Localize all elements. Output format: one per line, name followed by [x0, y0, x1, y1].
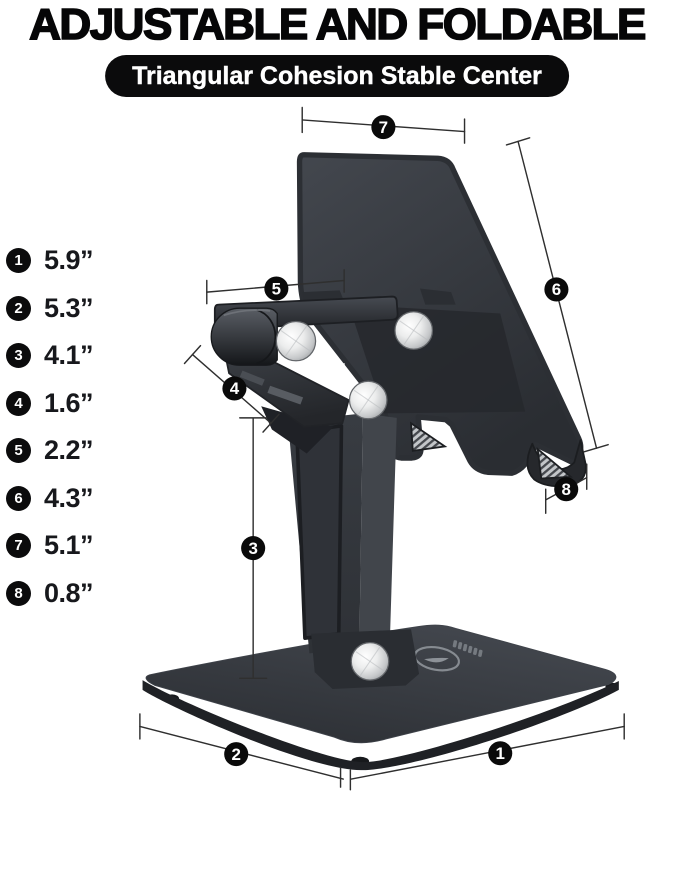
measurement-number-badge: 3	[6, 343, 31, 368]
clamp-tab	[302, 290, 344, 302]
clamp-knob-cylinder	[210, 307, 278, 366]
hinge-disc-lower	[348, 380, 388, 420]
measurement-list-item: 1 5.9”	[6, 245, 94, 275]
arm-recessed-panel	[295, 424, 344, 640]
measurement-value: 4.3”	[44, 483, 94, 513]
product-diagram: 7 6 5 4 3 8 2 1	[139, 106, 625, 791]
cylinder-highlight	[223, 309, 271, 317]
callout-badge-6: 6	[544, 277, 569, 302]
base-side-face	[142, 680, 619, 771]
measurement-number-badge: 6	[6, 486, 31, 511]
measurement-number-badge: 8	[6, 581, 31, 606]
measurement-list-item: 4 1.6”	[6, 388, 94, 418]
measurement-value: 4.1”	[44, 340, 94, 370]
callout-badge-1: 1	[488, 741, 513, 766]
hinge-disc-right	[394, 311, 434, 350]
gap-highlight	[315, 359, 346, 385]
callout-number: 4	[230, 379, 240, 398]
measurement-value: 5.1”	[44, 530, 94, 560]
callout-badge-5: 5	[264, 276, 289, 301]
tray-bracket	[225, 348, 350, 454]
callout-number: 1	[496, 744, 505, 763]
measurement-number-badge: 2	[6, 296, 31, 321]
callout-badge-7: 7	[371, 115, 396, 140]
measurement-number-badge: 5	[6, 438, 31, 463]
subtitle-pill: Triangular Cohesion Stable Center	[105, 55, 569, 97]
measurement-list-item: 3 4.1”	[6, 340, 94, 370]
callout-badge-2: 2	[224, 742, 249, 767]
brand-logo	[413, 640, 483, 672]
callout-badge-8: 8	[554, 477, 579, 502]
left-rubber-pad	[410, 421, 448, 452]
measurement-list-item: 6 4.3”	[6, 483, 94, 513]
measurement-list-item: 2 5.3”	[6, 293, 94, 323]
bracket-under-wedge	[261, 406, 334, 454]
callout-number: 3	[248, 539, 257, 558]
page-title: ADJUSTABLE AND FOLDABLE	[28, 0, 647, 50]
callout-badge-3: 3	[241, 536, 266, 561]
measurement-list-item: 5 2.2”	[6, 435, 94, 465]
clamp-tab	[419, 288, 456, 305]
brand-logo-text-engraving	[452, 640, 483, 657]
measurement-number-badge: 4	[6, 391, 31, 416]
callout-number: 2	[232, 745, 241, 764]
callout-badge-4: 4	[222, 376, 247, 401]
backplate-shadow	[348, 304, 526, 414]
arm-side-face	[359, 413, 397, 649]
measurement-list-item: 7 5.1”	[6, 530, 94, 560]
hinge-disc-left	[275, 320, 317, 362]
callout-number: 7	[379, 118, 388, 137]
base-hinge-disc	[350, 642, 390, 681]
callout-number: 6	[552, 280, 561, 299]
brand-logo-swoosh-icon	[424, 657, 449, 663]
measurement-value: 5.3”	[44, 293, 94, 323]
measurement-number-badge: 7	[6, 533, 31, 558]
measurement-list-item: 8 0.8”	[6, 578, 94, 608]
hinge-cluster	[210, 288, 456, 681]
callout-number: 8	[562, 480, 571, 499]
stand-backplate	[296, 152, 587, 488]
measurement-list: 1 5.9” 2 5.3” 3 4.1” 4 1.6” 5 2.2” 6 4.3…	[0, 0, 110, 620]
callout-number: 5	[272, 279, 281, 298]
cylinder-seam	[256, 309, 277, 365]
dimension-1	[349, 713, 625, 791]
measurement-value: 1.6”	[44, 388, 94, 418]
measurement-value: 2.2”	[44, 435, 94, 465]
callout-badges: 7 6 5 4 3 8 2 1	[222, 115, 579, 767]
measurement-value: 5.9”	[44, 245, 94, 275]
measurement-number-badge: 1	[6, 248, 31, 273]
measurement-value: 0.8”	[44, 578, 94, 608]
bracket-slot	[239, 370, 265, 386]
hook-rubber-pad	[536, 446, 573, 480]
dimension-lines	[139, 106, 625, 791]
bracket-slot	[267, 385, 304, 405]
